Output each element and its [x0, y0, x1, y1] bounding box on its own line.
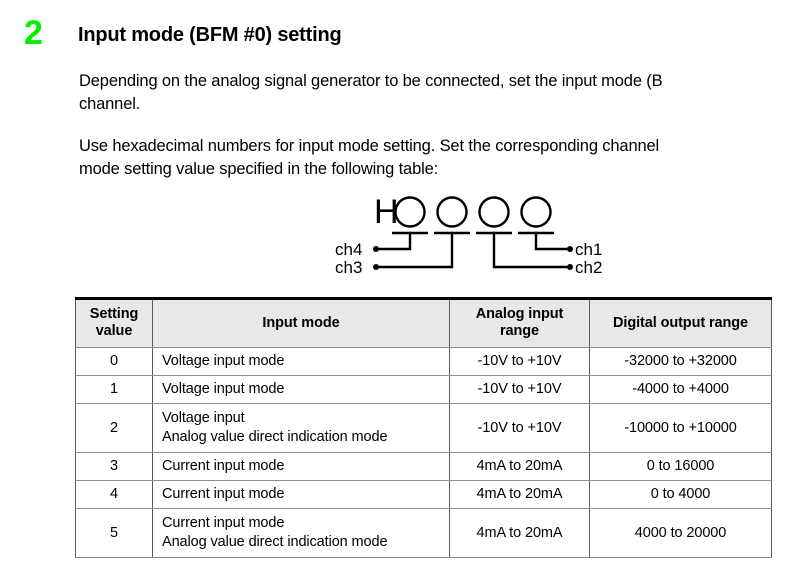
channel-digit-diagram: H ch4 ch3 ch1 ch2 — [330, 190, 620, 286]
cell-analog-range: -10V to +10V — [449, 375, 590, 404]
header-line: value — [95, 323, 133, 339]
mode-line: Voltage input — [162, 410, 245, 426]
cell-input-mode: Voltage input Analog value direct indica… — [152, 403, 450, 453]
column-header-input-mode: Input mode — [152, 297, 450, 348]
leader-line-ch3 — [376, 231, 454, 269]
cell-analog-range: 4mA to 20mA — [449, 480, 590, 509]
input-mode-table: Setting value Input mode Analog input ra… — [75, 297, 772, 558]
cell-analog-range: -10V to +10V — [449, 403, 590, 453]
header-line: Digital output range — [613, 314, 748, 331]
table-row: 1 Voltage input mode -10V to +10V -4000 … — [75, 375, 772, 404]
digit-circle-2 — [436, 196, 468, 228]
mode-line: Voltage input mode — [162, 353, 285, 369]
cell-analog-range: 4mA to 20mA — [449, 508, 590, 558]
cell-input-mode: Current input mode — [152, 452, 450, 481]
header-line: range — [500, 323, 539, 339]
digit-circle-4 — [520, 196, 552, 228]
mode-line: Analog value direct indication mode — [162, 534, 388, 550]
cell-input-mode: Current input mode — [152, 480, 450, 509]
paragraph-line: Depending on the analog signal generator… — [79, 72, 663, 90]
mode-line: Current input mode — [162, 515, 285, 531]
cell-digital-range: 0 to 16000 — [589, 452, 772, 481]
header-line: Input mode — [262, 314, 340, 331]
table-row: 5 Current input mode Analog value direct… — [75, 508, 772, 558]
table-row: 4 Current input mode 4mA to 20mA 0 to 40… — [75, 480, 772, 509]
leader-dot-ch2 — [567, 264, 573, 270]
leader-line-ch4 — [376, 231, 412, 251]
leader-dot-ch4 — [373, 246, 379, 252]
mode-line: Current input mode — [162, 458, 285, 474]
cell-setting-value: 2 — [75, 403, 153, 453]
paragraph-line: Use hexadecimal numbers for input mode s… — [79, 137, 660, 155]
table-body: 0 Voltage input mode -10V to +10V -32000… — [75, 347, 772, 558]
cell-input-mode: Voltage input mode — [152, 375, 450, 404]
column-header-digital-output-range: Digital output range — [589, 297, 772, 348]
cell-setting-value: 0 — [75, 347, 153, 376]
instruction-paragraph: Use hexadecimal numbers for input mode s… — [79, 135, 791, 181]
cell-digital-range: 4000 to 20000 — [589, 508, 772, 558]
cell-setting-value: 1 — [75, 375, 153, 404]
mode-line: Current input mode — [162, 486, 285, 502]
cell-setting-value: 3 — [75, 452, 153, 481]
table-header-row: Setting value Input mode Analog input ra… — [75, 297, 772, 348]
header-line: Setting — [89, 306, 139, 322]
intro-paragraph: Depending on the analog signal generator… — [79, 70, 800, 116]
leader-line-ch1 — [534, 231, 570, 251]
cell-analog-range: 4mA to 20mA — [449, 452, 590, 481]
channel-label-ch4: ch4 — [335, 240, 362, 259]
cell-analog-range: -10V to +10V — [449, 347, 590, 376]
table-row: 0 Voltage input mode -10V to +10V -32000… — [75, 347, 772, 376]
mode-line: Voltage input mode — [162, 381, 285, 397]
cell-digital-range: -10000 to +10000 — [589, 403, 772, 453]
section-heading: 2 Input mode (BFM #0) setting — [0, 14, 800, 60]
channel-label-ch3: ch3 — [335, 258, 362, 277]
channel-label-ch2: ch2 — [575, 258, 602, 277]
channel-label-ch1: ch1 — [575, 240, 602, 259]
table-row: 2 Voltage input Analog value direct indi… — [75, 403, 772, 453]
digit-circle-3 — [478, 196, 510, 228]
digit-circle-1 — [394, 196, 426, 228]
table-row: 3 Current input mode 4mA to 20mA 0 to 16… — [75, 452, 772, 481]
leader-dot-ch3 — [373, 264, 379, 270]
column-header-setting-value: Setting value — [75, 297, 153, 348]
cell-digital-range: 0 to 4000 — [589, 480, 772, 509]
paragraph-line: channel. — [79, 95, 141, 113]
cell-setting-value: 5 — [75, 508, 153, 558]
header-line: Analog input — [475, 306, 564, 322]
mode-line: Analog value direct indication mode — [162, 429, 388, 445]
leader-dot-ch1 — [567, 246, 573, 252]
paragraph-line: mode setting value specified in the foll… — [79, 160, 439, 178]
leader-line-ch2 — [492, 231, 570, 269]
cell-input-mode: Current input mode Analog value direct i… — [152, 508, 450, 558]
cell-setting-value: 4 — [75, 480, 153, 509]
column-header-analog-input-range: Analog input range — [449, 297, 590, 348]
page-title: Input mode (BFM #0) setting — [78, 24, 342, 46]
cell-digital-range: -32000 to +32000 — [589, 347, 772, 376]
cell-digital-range: -4000 to +4000 — [589, 375, 772, 404]
section-number: 2 — [24, 14, 43, 52]
cell-input-mode: Voltage input mode — [152, 347, 450, 376]
